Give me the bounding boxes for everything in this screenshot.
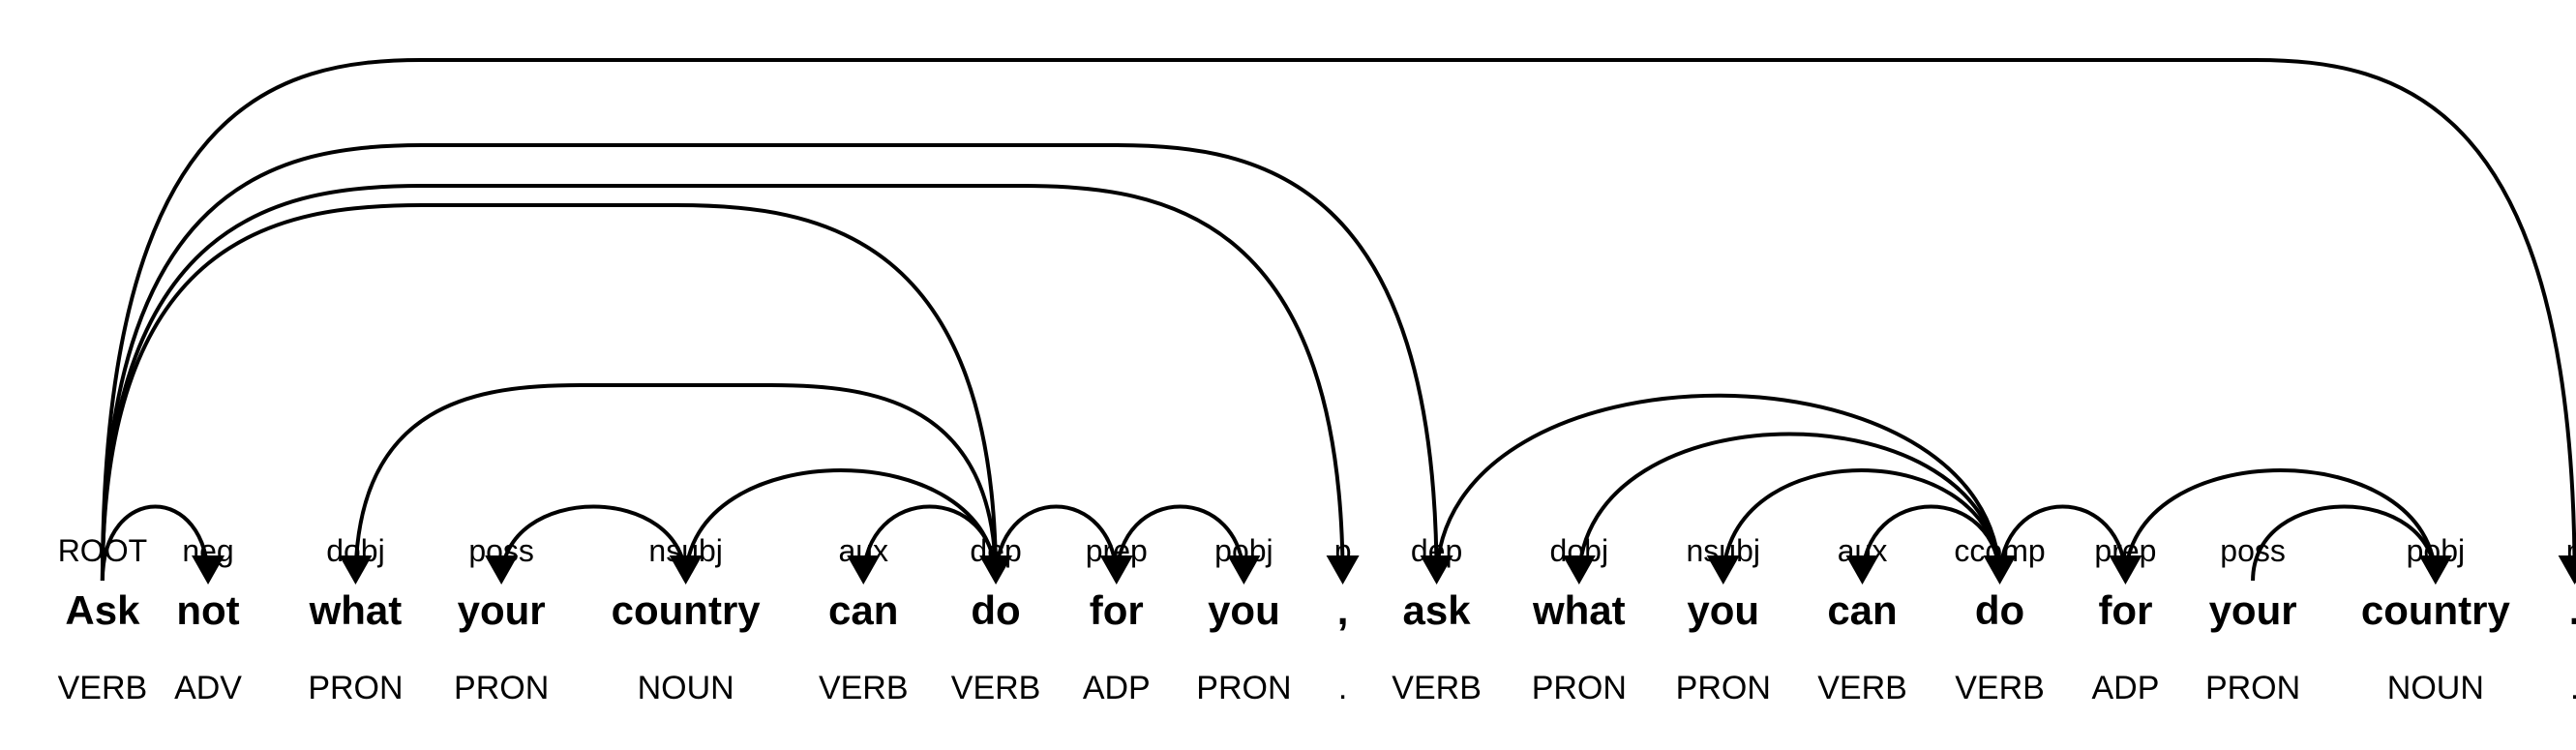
dependency-arc-neg xyxy=(100,504,211,582)
dependency-arc-pobj xyxy=(1114,504,1246,582)
token-pos-8: PRON xyxy=(1196,670,1291,706)
arc-label-1: neg xyxy=(182,533,233,568)
token-word-7: for xyxy=(1090,587,1144,633)
dependency-arc-pobj xyxy=(2123,468,2438,582)
arc-arrowhead-neg xyxy=(192,555,225,585)
token-word-1: not xyxy=(176,587,239,633)
token-pos-7: ADP xyxy=(1083,670,1151,706)
token-pos-13: VERB xyxy=(1817,670,1907,706)
arc-arrowhead-pobj xyxy=(1227,555,1261,585)
arc-label-15: prep xyxy=(2094,533,2156,568)
token-pos-3: PRON xyxy=(454,670,549,706)
token-pos-14: VERB xyxy=(1955,670,2045,706)
token-word-3: your xyxy=(458,587,546,633)
token-pos-0: VERB xyxy=(58,670,148,706)
arc-label-5: aux xyxy=(838,533,888,568)
token-word-12: you xyxy=(1687,587,1759,633)
token-word-17: country xyxy=(2361,587,2511,633)
token-pos-18: . xyxy=(2570,670,2576,706)
token-word-11: what xyxy=(1532,587,1626,633)
token-word-15: for xyxy=(2098,587,2152,633)
dependency-arc-poss xyxy=(2251,504,2438,582)
arc-arrowhead-p xyxy=(1326,555,1360,585)
dependency-arc-ccomp xyxy=(1434,393,2002,582)
arc-label-3: poss xyxy=(468,533,534,568)
arc-arrowhead-nsubj xyxy=(669,555,703,585)
token-pos-16: PRON xyxy=(2205,670,2300,706)
token-word-6: do xyxy=(971,587,1020,633)
dependency-arc-dobj xyxy=(353,383,999,582)
dependency-arc-prep xyxy=(1997,504,2128,582)
token-word-0: Ask xyxy=(65,587,140,633)
dependency-arc-poss xyxy=(499,504,688,582)
dependency-arc-aux xyxy=(1860,504,2002,582)
arc-arrowhead-pobj xyxy=(2418,555,2452,585)
arc-label-2: dobj xyxy=(326,533,385,568)
token-pos-11: PRON xyxy=(1532,670,1627,706)
arc-arrowhead-aux xyxy=(1845,555,1879,585)
dependency-arc-dep xyxy=(100,203,999,582)
dependency-arc-nsubj xyxy=(1721,468,2002,582)
token-pos-2: PRON xyxy=(308,670,403,706)
arc-label-13: aux xyxy=(1838,533,1888,568)
token-word-18: . xyxy=(2569,587,2576,633)
token-word-8: you xyxy=(1208,587,1280,633)
token-word-13: can xyxy=(1827,587,1897,633)
token-pos-5: VERB xyxy=(819,670,909,706)
token-word-9: , xyxy=(1337,587,1349,633)
arc-label-9: p xyxy=(1334,533,1352,568)
arc-arrowhead-dobj xyxy=(339,555,373,585)
dependency-arc-prep xyxy=(994,504,1119,582)
token-pos-15: ADP xyxy=(2091,670,2159,706)
dependency-arc-p xyxy=(100,184,1345,582)
token-word-5: can xyxy=(828,587,898,633)
token-word-2: what xyxy=(309,587,403,633)
dependency-arc-p xyxy=(100,58,2576,582)
arc-label-18: p xyxy=(2566,533,2576,568)
arc-label-7: prep xyxy=(1086,533,1148,568)
token-pos-10: VERB xyxy=(1392,670,1482,706)
token-word-10: ask xyxy=(1403,587,1472,633)
arc-label-10: dep xyxy=(1411,533,1462,568)
token-word-4: country xyxy=(612,587,762,633)
token-pos-9: . xyxy=(1338,670,1347,706)
token-pos-4: NOUN xyxy=(638,670,734,706)
token-pos-6: VERB xyxy=(951,670,1041,706)
arc-label-16: poss xyxy=(2220,533,2286,568)
arc-arrowhead-p xyxy=(2558,555,2576,585)
arc-label-17: pobj xyxy=(2407,533,2466,568)
arc-labels-layer: ROOT neg dobj poss nsubj aux dep prep pobj p dep do… xyxy=(58,533,2576,568)
arc-label-6: dep xyxy=(970,533,1021,568)
arc-label-4: nsubj xyxy=(648,533,723,568)
token-pos-1: ADV xyxy=(174,670,242,706)
token-pos-12: PRON xyxy=(1676,670,1771,706)
dependency-arc-dobj xyxy=(1576,432,2002,582)
arc-label-0: ROOT xyxy=(58,533,147,568)
dependency-arc-aux xyxy=(861,504,999,582)
arc-label-8: pobj xyxy=(1214,533,1273,568)
token-word-14: do xyxy=(1975,587,2024,633)
arc-arrowhead-nsubj xyxy=(1706,555,1740,585)
token-pos-17: NOUN xyxy=(2387,670,2484,706)
arc-label-11: dobj xyxy=(1550,533,1609,568)
arc-arrowhead-poss xyxy=(485,555,519,585)
dependency-arc-dep xyxy=(100,143,1439,582)
arc-arrowhead-dobj xyxy=(1562,555,1596,585)
arc-arrowhead-aux xyxy=(847,555,881,585)
arc-label-14: ccomp xyxy=(1954,533,2045,568)
arcs-layer xyxy=(100,58,2576,585)
arc-label-12: nsubj xyxy=(1687,533,1761,568)
token-word-16: your xyxy=(2209,587,2297,633)
